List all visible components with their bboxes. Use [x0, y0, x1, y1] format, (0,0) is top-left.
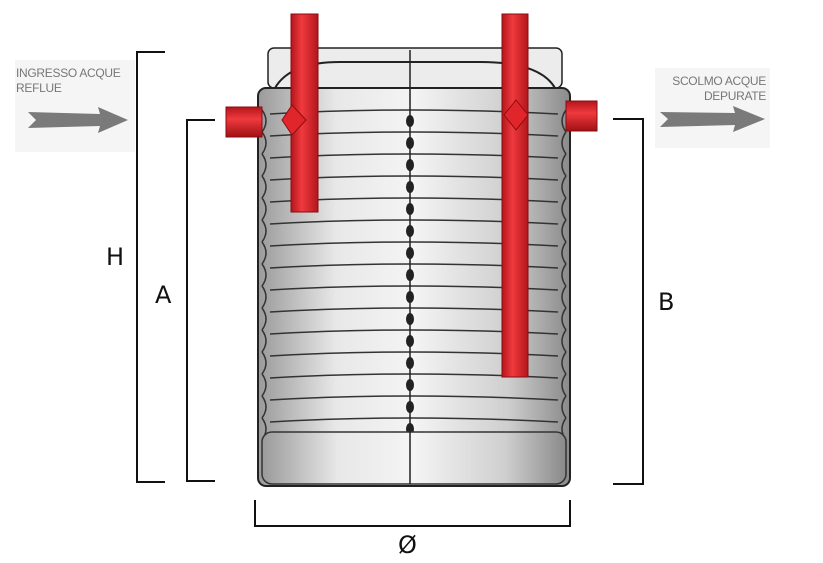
dimension-a-label: A [155, 281, 172, 309]
inlet-pipe-stub [225, 106, 263, 138]
inlet-label: INGRESSO ACQUE REFLUE [16, 66, 121, 96]
inlet-label-line1: INGRESSO ACQUE [16, 66, 121, 80]
outlet-label: SCOLMO ACQUE DEPURATE [660, 74, 766, 104]
outlet-pipe-stub [565, 100, 598, 132]
diameter-dimension-bracket [254, 500, 571, 527]
tank-body [257, 87, 571, 487]
inlet-panel [15, 60, 135, 152]
a-dimension-bracket [186, 119, 215, 482]
dimension-diameter-label: Ø [398, 531, 417, 559]
inlet-arrow-icon [28, 107, 128, 133]
dimension-h-label: H [106, 243, 125, 271]
outlet-arrow-icon [660, 106, 765, 132]
outlet-label-line2: DEPURATE [703, 89, 766, 103]
outlet-panel [655, 68, 770, 148]
b-dimension-bracket [613, 118, 644, 485]
tank-base [261, 431, 567, 485]
outlet-label-line1: SCOLMO ACQUE [672, 74, 766, 88]
pipes [225, 13, 598, 378]
h-dimension-bracket [136, 51, 165, 483]
outlet-dip-pipe [501, 13, 529, 378]
dimension-b-label: B [658, 288, 675, 316]
tank-rib [261, 395, 567, 419]
inlet-label-line2: REFLUE [16, 81, 62, 95]
tank [257, 47, 571, 487]
